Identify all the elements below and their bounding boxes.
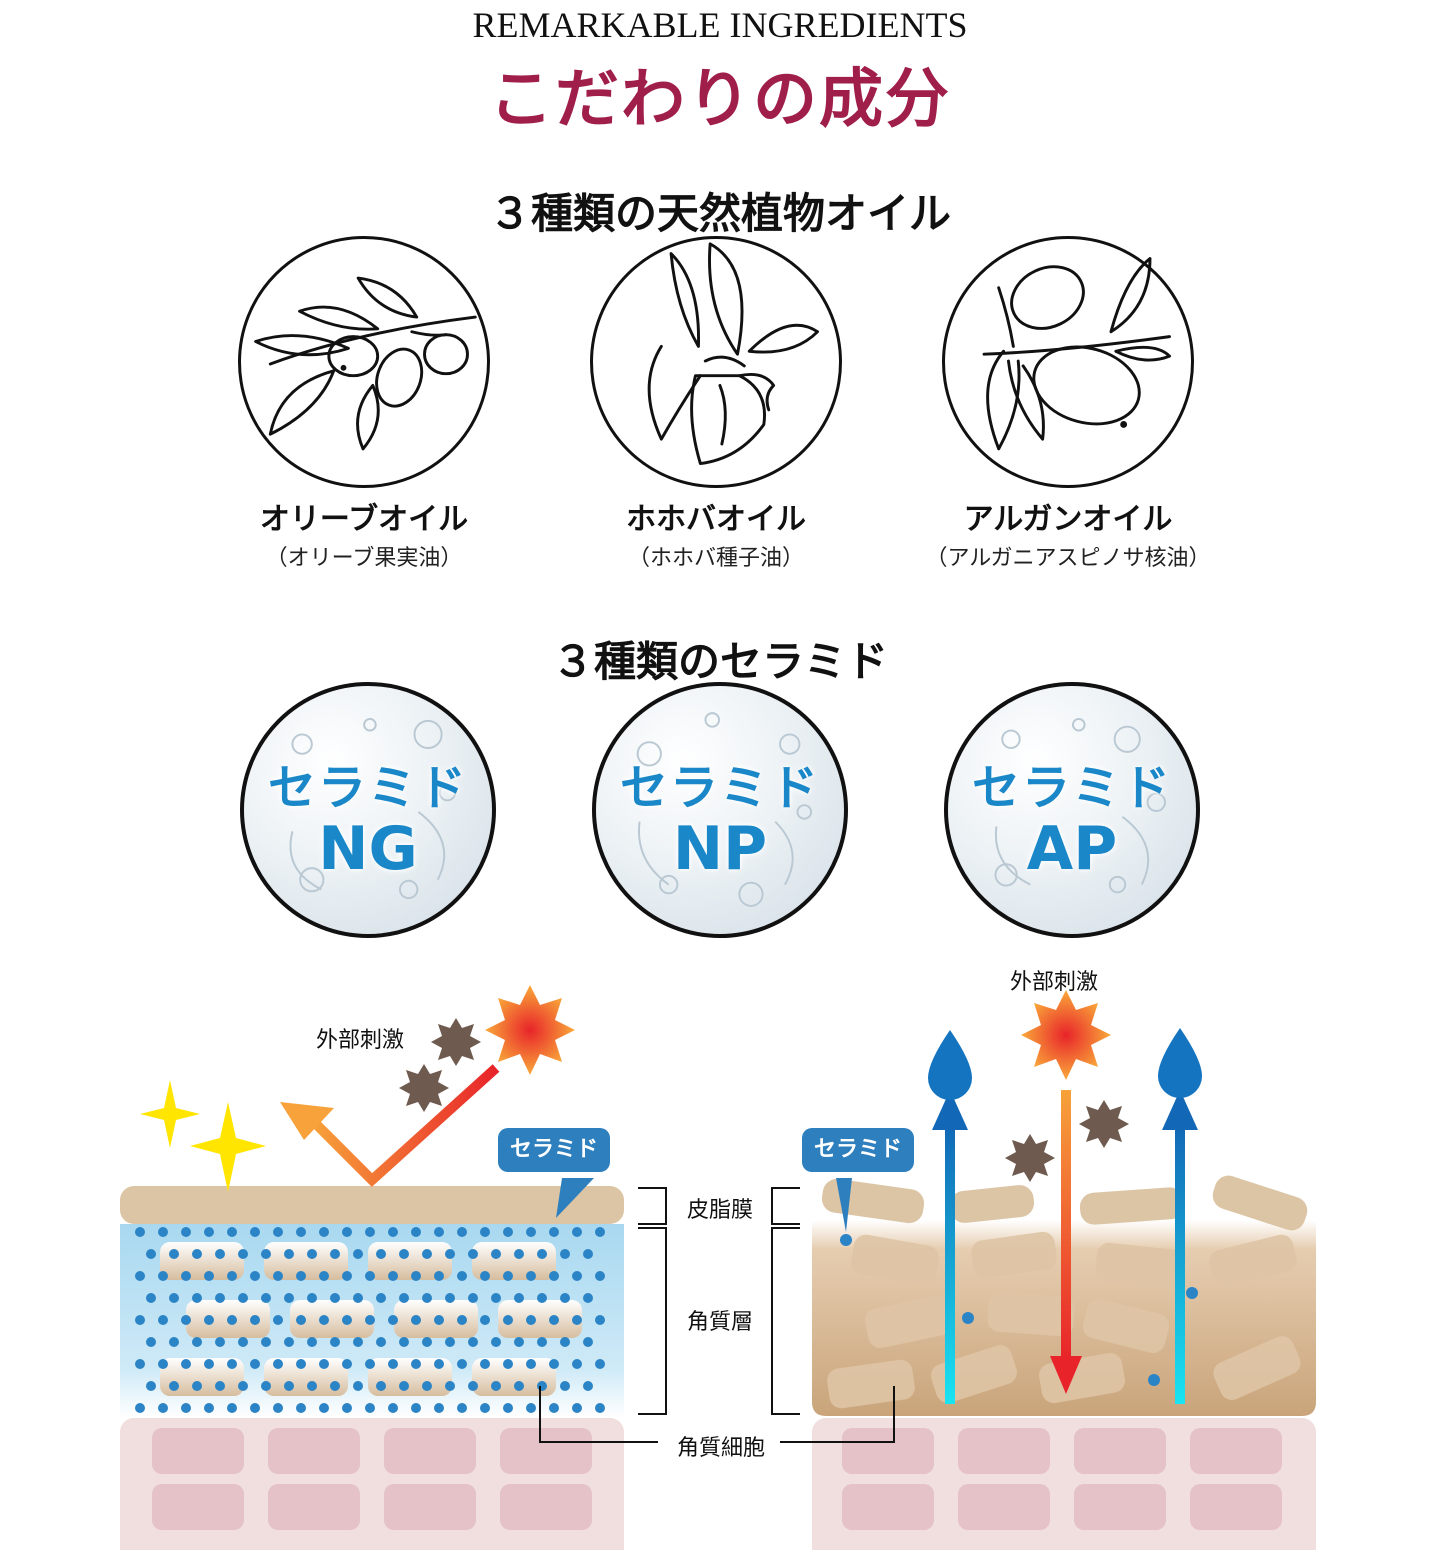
ceramide-ng-circle: セラミド NG [240, 682, 496, 938]
jojoba-icon [590, 236, 842, 488]
oil-name-olive: オリーブオイル [259, 502, 469, 537]
bounce-arrow-head [280, 1102, 334, 1140]
olive-branch-icon [238, 236, 490, 488]
argan-icon [942, 236, 1194, 488]
cell-label: 角質細胞 [662, 1430, 780, 1462]
ceramide-ng-line1: セラミド [267, 760, 468, 816]
lower-skin-left [120, 1418, 624, 1550]
left-stimulus-label: 外部刺激 [316, 1028, 405, 1053]
ceramide-ap-line1: セラミド [971, 760, 1172, 816]
water-drop-icon [928, 1030, 972, 1100]
penetration-arrow-head [1050, 1356, 1082, 1394]
left-ceramide-tag: セラミド [498, 1128, 611, 1172]
irritant-icon [1079, 1100, 1129, 1148]
eyebrow-text: REMARKABLE INGREDIENTS [472, 5, 968, 45]
sparkle-icon [140, 1080, 200, 1148]
ceramide-ap-circle: セラミド AP [944, 682, 1200, 938]
right-ceramide-tag: セラミド [802, 1128, 915, 1172]
sebum-film-left [120, 1186, 624, 1224]
lower-skin-right [812, 1418, 1316, 1550]
oil-name-jojoba: ホホバオイル [626, 502, 806, 537]
ceramides-section-title: ３種類のセラミド [551, 637, 888, 686]
page-title: こだわりの成分 [489, 62, 951, 137]
stratum-label: 角質層 [686, 1310, 753, 1335]
evaporation-arrow-head [932, 1090, 968, 1130]
ceramide-np-line1: セラミド [619, 760, 820, 816]
ceramide-np-circle: セラミド NP [592, 682, 848, 938]
skin-diagram [120, 985, 1316, 1550]
ceramide-np-line2: NP [672, 814, 768, 884]
oil-sub-olive: （オリーブ果実油） [265, 546, 463, 571]
oils-section-title: ３種類の天然植物オイル [488, 189, 951, 238]
irritant-icon [399, 1064, 449, 1112]
oil-name-argan: アルガンオイル [963, 502, 1173, 537]
sebum-label: 皮脂膜 [686, 1198, 753, 1223]
oil-sub-jojoba: （ホホバ種子油） [627, 546, 804, 571]
evaporation-arrow-head [1162, 1090, 1198, 1130]
ceramide-ap-line2: AP [1026, 814, 1118, 884]
oil-sub-argan: （アルガニアスピノサ核油） [925, 546, 1211, 571]
right-stimulus-label: 外部刺激 [1010, 970, 1099, 995]
water-drop-icon [1158, 1028, 1202, 1098]
ceramide-ng-line2: NG [318, 814, 418, 884]
stimulus-burst-icon [1021, 990, 1111, 1080]
stimulus-burst-icon [485, 985, 575, 1075]
sparkle-icon [190, 1102, 266, 1192]
irritant-icon [1005, 1134, 1055, 1182]
irritant-icon [431, 1018, 481, 1066]
